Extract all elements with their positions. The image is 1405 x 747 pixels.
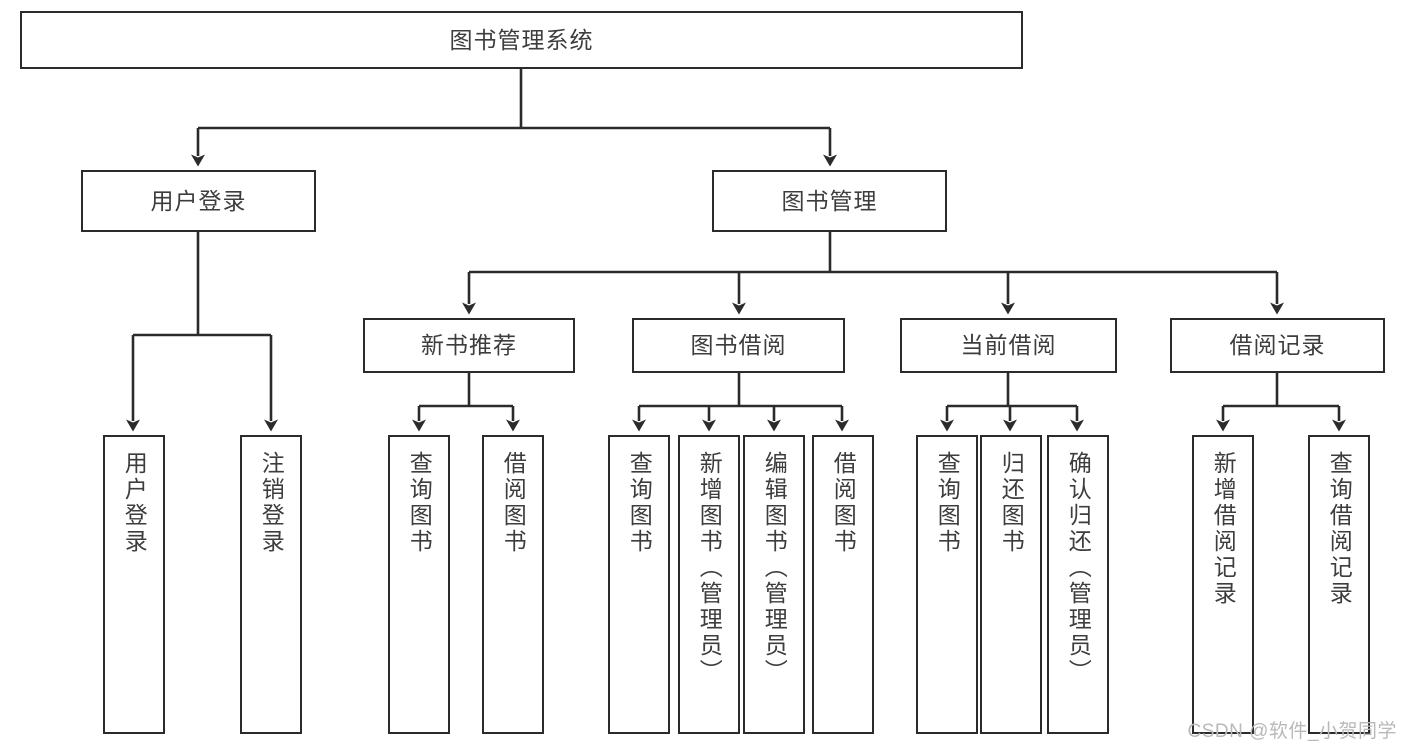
node-label: 查询图书 [626,451,653,555]
node-label: 借阅图书 [500,451,527,555]
node-new-book-recommend[interactable]: 新书推荐 [363,318,575,373]
node-label: 借阅图书 [830,451,857,555]
node-label: 用户登录 [121,451,148,555]
node-label: 新增借阅记录 [1210,451,1237,607]
node-label: 图书借阅 [690,332,787,359]
node-label: 注销登录 [258,451,285,555]
node-leaf-user-login[interactable]: 用户登录 [103,435,165,734]
node-label: 确认归还（管理员） [1065,451,1092,685]
node-leaf-query-book-3[interactable]: 查询图书 [916,435,978,734]
node-label: 图书管理 [781,187,878,214]
node-label: 当前借阅 [960,332,1057,359]
node-label: 新书推荐 [421,332,517,359]
node-label: 用户登录 [150,187,247,214]
node-book-management[interactable]: 图书管理 [712,170,947,232]
node-leaf-confirm-return[interactable]: 确认归还（管理员） [1047,435,1109,734]
node-leaf-query-book-2[interactable]: 查询图书 [608,435,670,734]
node-leaf-add-record[interactable]: 新增借阅记录 [1192,435,1254,734]
csdn-watermark: CSDN @软件_小贺同学 [1187,721,1397,742]
node-label: 图书管理系统 [449,26,594,53]
node-current-borrow[interactable]: 当前借阅 [900,318,1117,373]
node-leaf-borrow-book-2[interactable]: 借阅图书 [812,435,874,734]
node-leaf-edit-book[interactable]: 编辑图书（管理员） [743,435,805,734]
node-label: 查询借阅记录 [1326,451,1353,607]
node-label: 查询图书 [406,451,433,555]
node-borrow-record[interactable]: 借阅记录 [1170,318,1385,373]
node-leaf-query-record[interactable]: 查询借阅记录 [1308,435,1370,734]
node-user-login[interactable]: 用户登录 [81,170,316,232]
node-root-book-management-system[interactable]: 图书管理系统 [20,11,1023,69]
node-label: 归还图书 [998,451,1025,555]
node-label: 借阅记录 [1229,332,1326,359]
node-book-borrow[interactable]: 图书借阅 [632,318,845,373]
node-leaf-query-book-1[interactable]: 查询图书 [388,435,450,734]
node-label: 编辑图书（管理员） [761,451,788,685]
node-leaf-logout-login[interactable]: 注销登录 [240,435,302,734]
node-leaf-add-book[interactable]: 新增图书（管理员） [678,435,740,734]
node-label: 查询图书 [934,451,961,555]
node-label: 新增图书（管理员） [696,451,723,685]
node-leaf-borrow-book-1[interactable]: 借阅图书 [482,435,544,734]
node-leaf-return-book[interactable]: 归还图书 [980,435,1042,734]
